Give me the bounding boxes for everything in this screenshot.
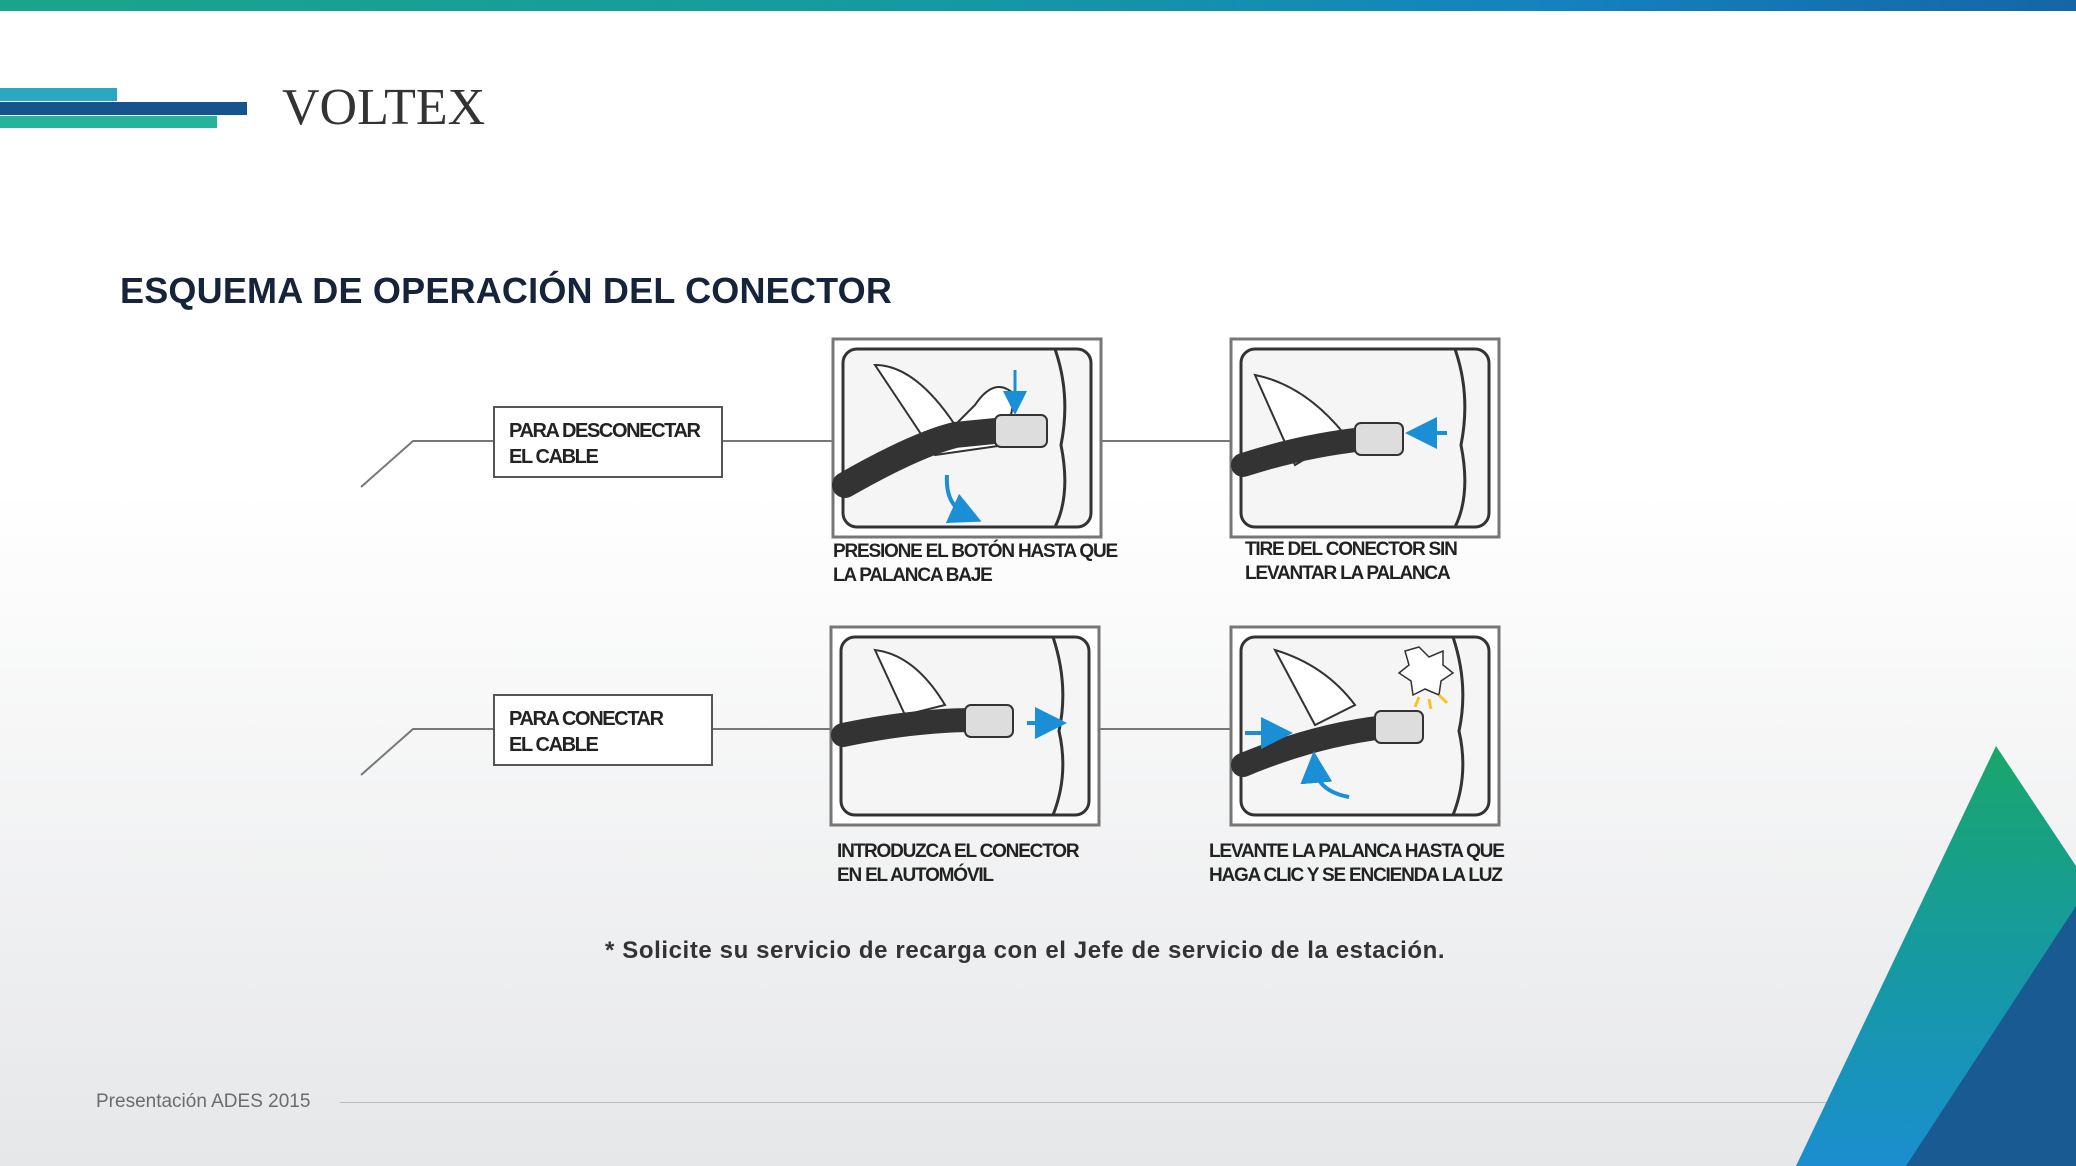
step-panel-press-button (831, 337, 1103, 539)
hand-icon (1272, 648, 1357, 727)
footer-divider (340, 1102, 1840, 1103)
step-panel-pull-connector (1229, 337, 1501, 539)
step-caption: TIRE DEL CONECTOR SIN LEVANTAR LA PALANC… (1245, 539, 1458, 584)
step-caption: INTRODUZCA EL CONECTOR EN EL AUTOMÓVIL (837, 841, 1080, 886)
step-panel-raise-lever (1229, 625, 1501, 827)
connector-diagram: PARA DESCONECTAR EL CABLE PARA CONECTAR … (355, 335, 1515, 895)
step-caption: PRESIONE EL BOTÓN HASTA QUE LA PALANCA B… (833, 541, 1118, 586)
cable-icon (1231, 427, 1377, 477)
connector-icon (1374, 710, 1424, 744)
hand-icon (873, 648, 947, 717)
connect-cable-label: PARA CONECTAR EL CABLE (493, 694, 713, 766)
disconnect-cable-label: PARA DESCONECTAR EL CABLE (493, 406, 723, 478)
connector-icon (1354, 422, 1404, 456)
arrow-icon (944, 474, 982, 523)
arrow-icon (1300, 751, 1350, 799)
step-caption: LEVANTE LA PALANCA HASTA QUE HAGA CLIC Y… (1209, 841, 1505, 886)
brand-title: VOLTEX (282, 79, 486, 136)
cable-icon (832, 417, 1018, 498)
accent-stripe (0, 88, 117, 101)
step-panel-insert-connector (829, 625, 1101, 827)
connector-icon (964, 704, 1014, 738)
cable-icon (831, 708, 987, 747)
service-note: * Solicite su servicio de recarga con el… (605, 937, 1446, 964)
footer-text: Presentación ADES 2015 (96, 1091, 311, 1112)
diagram-lines-and-panels (360, 337, 1501, 827)
connector-icon (994, 414, 1048, 448)
cable-icon (1231, 715, 1397, 777)
light-ray-icon (1413, 696, 1421, 708)
accent-stripe (0, 116, 217, 128)
light-ray-icon (1437, 693, 1449, 705)
corner-triangle-decoration (1796, 746, 2076, 1166)
accent-stripe (0, 102, 247, 115)
slide-heading: ESQUEMA DE OPERACIÓN DEL CONECTOR (120, 270, 893, 311)
top-color-bar (0, 0, 2076, 11)
light-ray-icon (1427, 698, 1433, 710)
click-burst-icon (1397, 646, 1455, 697)
